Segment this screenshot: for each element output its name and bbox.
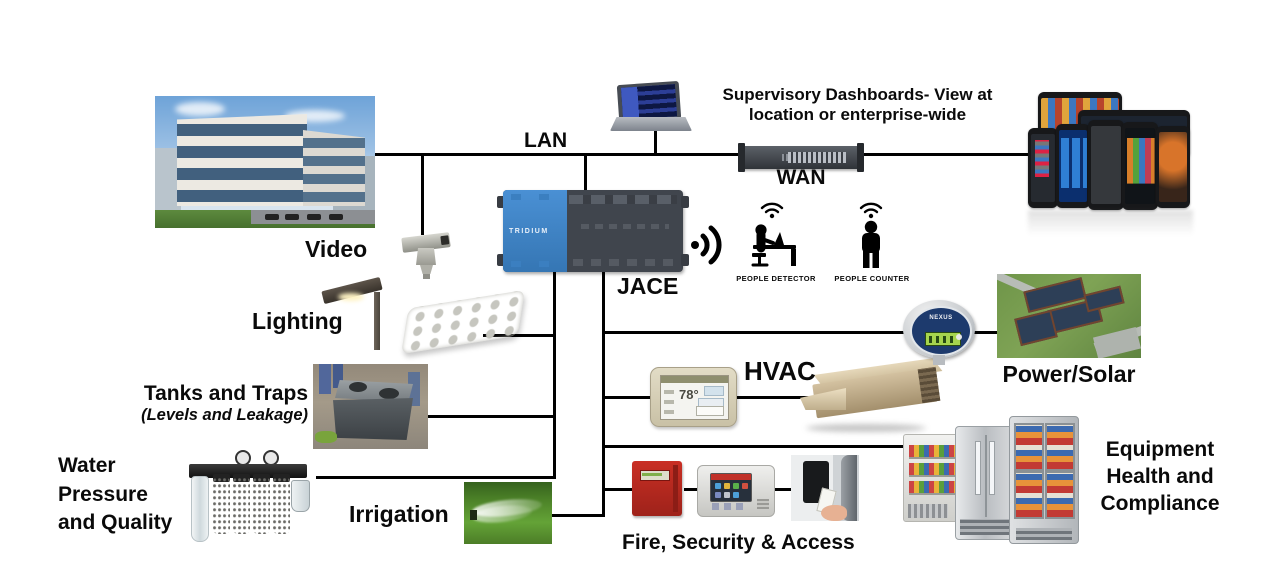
hvac-label: HVAC: [744, 356, 816, 386]
water-label-block: Water Pressure and Quality: [58, 452, 172, 538]
commercial-refrigerators-image: [903, 404, 1079, 546]
lighting-connector: [483, 334, 556, 337]
irrigation-sprinkler-image: [464, 482, 552, 544]
lan-label: LAN: [524, 129, 568, 152]
fire-connector: [603, 488, 637, 491]
hvac-connector: [603, 396, 655, 399]
power-solar-label: Power/Solar: [1002, 361, 1136, 387]
power-meter-brand-text: NEXUS: [929, 315, 953, 321]
mobile-devices-image: [1028, 84, 1193, 236]
tanks-sublabel: (Levels and Leakage): [141, 406, 308, 424]
supervisory-laptop-image: [610, 80, 692, 133]
supervisory-caption: Supervisory Dashboards- View at location…: [695, 85, 1020, 125]
grease-trap-image: [313, 364, 428, 449]
people-counter-icon: [859, 202, 883, 268]
people-counter-label: PEOPLE COUNTER: [834, 274, 910, 283]
camera-drop-line: [421, 155, 424, 235]
supervisory-caption-line2: location or enterprise-wide: [748, 105, 967, 124]
fire-alarm-panel-image: [632, 461, 682, 516]
meter-solar-connector: [973, 331, 999, 334]
equipment-label-line2: Health and: [1106, 465, 1214, 488]
people-detector-label: PEOPLE DETECTOR: [736, 274, 816, 283]
jace-brand-text: TRIDIUM: [509, 228, 549, 235]
access-card-reader-image: [791, 455, 859, 521]
irrigation-connector: [551, 514, 605, 517]
wan-label: WAN: [776, 166, 826, 189]
wan-firewall-image: [738, 143, 864, 172]
fire-security-access-label: Fire, Security & Access: [622, 531, 855, 554]
ptz-camera-image: [396, 231, 456, 281]
irrigation-label: Irrigation: [349, 501, 449, 527]
jace-label: JACE: [617, 273, 679, 299]
thermostat-image: 78°: [650, 367, 737, 427]
equipment-label-line3: Compliance: [1100, 492, 1220, 515]
thermostat-rtu-connector: [733, 396, 809, 399]
jace-right-trunk-line: [602, 270, 605, 517]
power-connector: [603, 331, 905, 334]
street-light-image: [321, 276, 397, 352]
jace-lan-drop-line: [584, 155, 587, 192]
security-keypad-image: [697, 465, 775, 517]
water-label-line1: Water: [58, 454, 116, 477]
led-panel-image: [401, 289, 525, 355]
water-filter-image: [187, 450, 315, 543]
lighting-label: Lighting: [252, 308, 343, 334]
rooftop-hvac-unit-image: [798, 358, 943, 432]
video-label: Video: [305, 236, 368, 262]
security-access-connector: [772, 488, 798, 491]
supervisory-caption-line1: Supervisory Dashboards- View at: [722, 85, 993, 104]
solar-roof-aerial-image: [997, 274, 1141, 358]
tanks-label: Tanks and Traps: [143, 382, 308, 405]
tanks-connector: [428, 415, 556, 418]
wireless-signal-icon: [691, 225, 722, 265]
jace-left-trunk-line: [553, 270, 556, 479]
equipment-connector: [603, 445, 908, 448]
water-connector: [316, 476, 556, 479]
office-building-image: [155, 96, 375, 228]
power-meter-image: NEXUS: [903, 300, 975, 365]
equipment-label-line1: Equipment: [1105, 438, 1215, 461]
jace-controller-image: TRIDIUM: [497, 190, 689, 272]
water-label-line3: and Quality: [58, 511, 173, 534]
thermostat-temperature: 78°: [679, 387, 699, 402]
water-label-line2: Pressure: [58, 482, 148, 506]
people-detector-icon: [751, 202, 796, 267]
laptop-drop-line: [654, 126, 657, 155]
fire-security-connector: [684, 488, 698, 491]
equipment-label-block: Equipment Health and Compliance: [1085, 436, 1235, 517]
lan-bus-line: [375, 153, 1035, 156]
tanks-label-block: Tanks and Traps (Levels and Leakage): [105, 382, 308, 425]
